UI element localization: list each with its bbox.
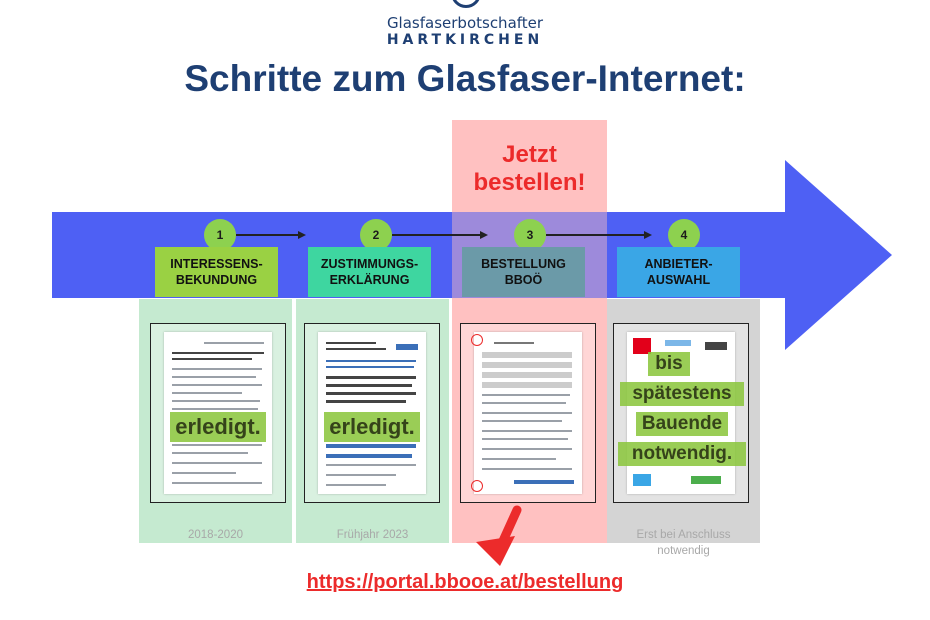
order-link[interactable]: https://portal.bbooe.at/bestellung [306, 571, 624, 593]
document-step-4: bis spätestens Bauende notwendig. [613, 323, 749, 503]
provider-logo-icon [705, 342, 727, 350]
marker-circle-icon [471, 480, 483, 492]
step-label-1: INTERESSENS- BEKUNDUNG [155, 247, 278, 297]
status-stamp-4-line-1: bis [648, 352, 690, 376]
step-label-3-line-1: BESTELLUNG [481, 257, 566, 271]
document-step-3 [460, 323, 596, 503]
step-label-2-line-2: ERKLÄRUNG [329, 273, 410, 287]
step-label-3: BESTELLUNG BBOÖ [462, 247, 585, 297]
step-label-1-line-1: INTERESSENS- [170, 257, 263, 271]
date-step-1: 2018-2020 [188, 529, 243, 541]
step-label-3-line-2: BBOÖ [504, 273, 543, 287]
document-thumbnail [474, 332, 582, 494]
step-label-4: ANBIETER- AUSWAHL [617, 247, 740, 297]
date-step-2: Frühjahr 2023 [336, 529, 409, 541]
step-label-1-line-2: BEKUNDUNG [175, 273, 258, 287]
arrowhead-icon [298, 231, 306, 239]
arrowhead-icon [644, 231, 652, 239]
status-stamp-4-line-4: notwendig. [618, 442, 746, 466]
brand-name: Glasfaserbotschafter [386, 14, 544, 32]
document-step-2: erledigt. [304, 323, 440, 503]
step-number-4: 4 [668, 219, 700, 251]
step-label-4-line-1: ANBIETER- [644, 257, 713, 271]
connector-1-2 [236, 234, 298, 236]
marker-circle-icon [471, 334, 483, 346]
document-step-1: erledigt. [150, 323, 286, 503]
date-step-4-line-2: notwendig [657, 545, 710, 557]
step-label-2: ZUSTIMMUNGS- ERKLÄRUNG [308, 247, 431, 297]
cta-line-1: Jetzt [502, 141, 557, 168]
page-title: Schritte zum Glasfaser-Internet: [184, 58, 746, 99]
connector-3-4 [546, 234, 644, 236]
step-number-3: 3 [514, 219, 546, 251]
status-stamp-2: erledigt. [324, 412, 420, 442]
provider-logo-icon [665, 340, 691, 346]
status-stamp-4-line-3: Bauende [636, 412, 728, 436]
connector-2-3 [392, 234, 480, 236]
provider-logo-icon [633, 474, 651, 486]
brand-location: HARTKIRCHEN [386, 32, 544, 48]
status-stamp-1: erledigt. [170, 412, 266, 442]
date-step-4-line-1: Erst bei Anschluss [636, 529, 731, 541]
step-label-4-line-2: AUSWAHL [646, 273, 711, 287]
cta-text: Jetzt bestellen! [452, 141, 607, 197]
date-step-4: Erst bei Anschluss notwendig [607, 527, 760, 559]
provider-logo-icon [691, 476, 721, 484]
step-number-1: 1 [204, 219, 236, 251]
arrowhead-icon [480, 231, 488, 239]
step-number-2: 2 [360, 219, 392, 251]
status-stamp-4-line-2: spätestens [620, 382, 744, 406]
cta-line-2: bestellen! [473, 169, 586, 196]
provider-logo-icon [633, 338, 651, 354]
step-label-2-line-1: ZUSTIMMUNGS- [320, 257, 419, 271]
